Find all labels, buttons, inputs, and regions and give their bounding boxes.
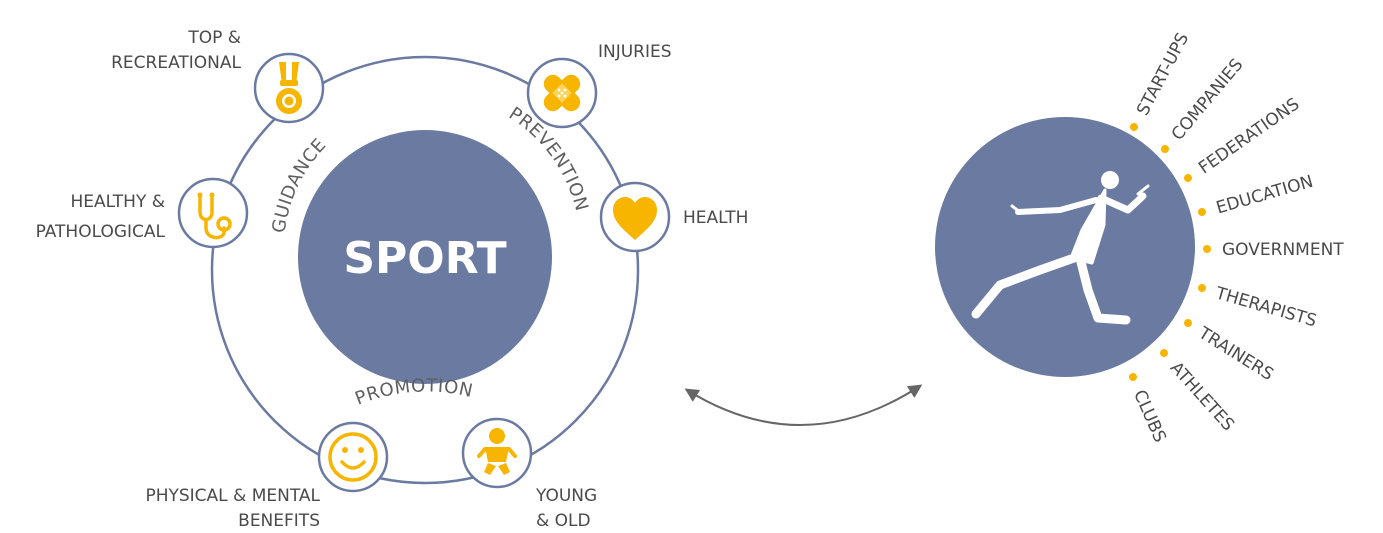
stethoscope-icon: [197, 192, 232, 240]
node-label-young-2: & OLD: [536, 511, 591, 531]
runner-circle: [935, 117, 1195, 377]
connection-arrow: [684, 384, 923, 426]
heart-icon: [613, 197, 657, 240]
svg-text:THERAPISTS: THERAPISTS: [1212, 283, 1318, 331]
arc-label-promotion: PROMOTION: [352, 375, 475, 409]
stakeholder-government: GOVERNMENT: [1203, 240, 1344, 260]
svg-text:ATHLETES: ATHLETES: [1166, 358, 1238, 435]
svg-text:TRAINERS: TRAINERS: [1194, 323, 1277, 385]
node-physical-mental: [317, 421, 389, 493]
node-label-top-2: RECREATIONAL: [111, 53, 241, 73]
node-label-young-1: YOUNG: [535, 486, 597, 506]
stakeholder-education: EDUCATION: [1198, 172, 1316, 219]
bandage-icon: [543, 74, 581, 112]
sport-label: SPORT: [343, 233, 506, 284]
node-label-healthy-1: HEALTHY &: [71, 192, 166, 212]
node-injuries: [526, 57, 598, 129]
svg-text:COMPANIES: COMPANIES: [1168, 55, 1248, 144]
node-label-top-1: TOP &: [187, 28, 241, 48]
baby-icon: [477, 428, 517, 475]
node-young-old: [461, 417, 533, 489]
node-top-recreational: [253, 52, 325, 124]
node-label-injuries: INJURIES: [598, 42, 672, 62]
node-label-health: HEALTH: [683, 208, 748, 228]
stakeholder-therapists: THERAPISTS: [1198, 283, 1319, 331]
svg-text:START-UPS: START-UPS: [1133, 30, 1193, 119]
node-healthy-pathological: [177, 177, 249, 249]
stakeholder-clubs: CLUBS: [1129, 373, 1170, 446]
svg-text:CLUBS: CLUBS: [1129, 387, 1170, 445]
sport-circle: [298, 130, 552, 384]
smiley-icon: [328, 432, 378, 482]
node-label-physical-1: PHYSICAL & MENTAL: [145, 486, 320, 506]
svg-text:EDUCATION: EDUCATION: [1214, 172, 1316, 219]
node-health: [599, 181, 671, 253]
node-label-physical-2: BENEFITS: [238, 511, 320, 531]
medal-icon: [276, 62, 302, 114]
outer-ring: [210, 55, 640, 485]
svg-text:GOVERNMENT: GOVERNMENT: [1222, 240, 1344, 260]
runner-icon: [971, 171, 1150, 325]
node-label-healthy-2: PATHOLOGICAL: [36, 222, 166, 242]
